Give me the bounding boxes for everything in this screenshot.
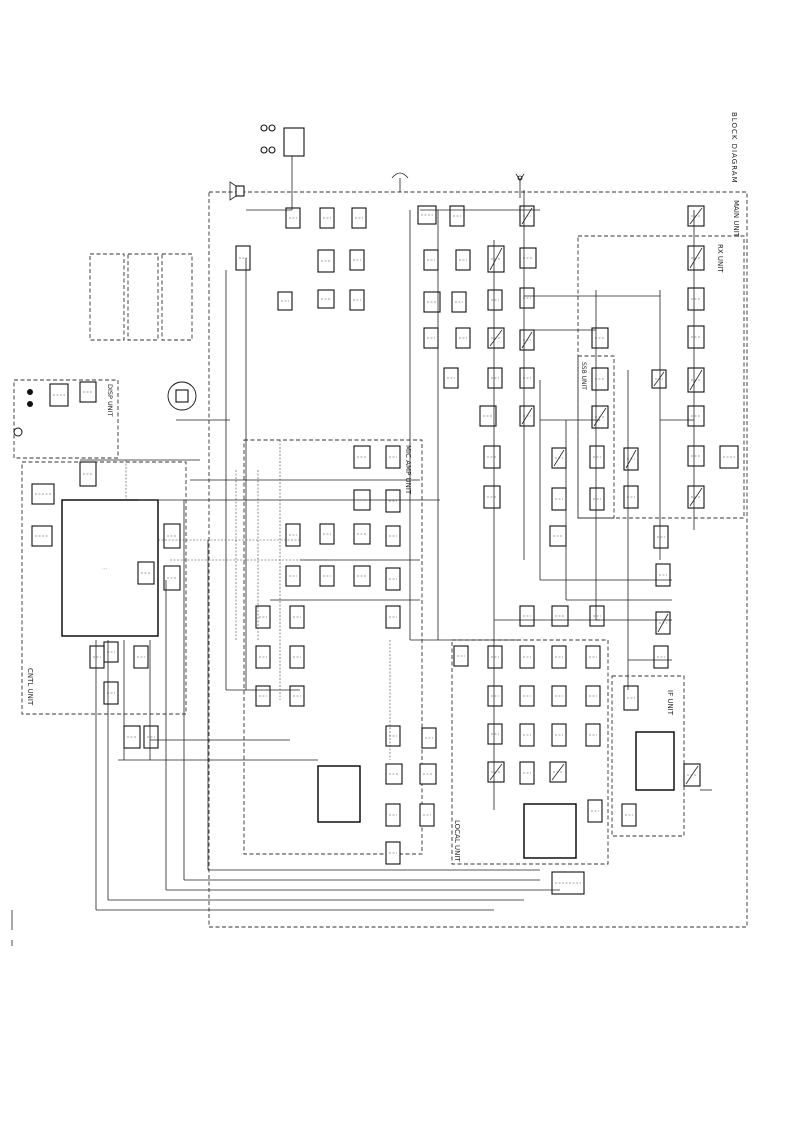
if-unit-label: IF UNIT xyxy=(666,690,674,716)
dds-chip xyxy=(635,731,675,791)
circuit-block xyxy=(551,871,585,895)
main-unit-label: MAIN UNIT xyxy=(732,200,740,238)
pll-chip xyxy=(523,803,577,859)
main-unit-boundary xyxy=(208,191,748,928)
mic-amp-unit-label: MIC AMP UNIT xyxy=(404,445,412,495)
signal-wiring xyxy=(80,140,712,911)
microphone-icon xyxy=(391,172,409,192)
antenna-icon xyxy=(515,173,525,198)
local-unit-boundary xyxy=(451,639,609,865)
earphone-jacks-icon xyxy=(260,124,305,157)
diagram-title-group: BLOCK DIAGRAM xyxy=(730,112,738,184)
diagram-title: BLOCK DIAGRAM xyxy=(730,112,738,184)
mic-amp-unit-boundary xyxy=(243,439,423,855)
functional-blocks xyxy=(31,205,739,895)
option-module-3 xyxy=(161,253,193,341)
mixer-chip xyxy=(317,765,361,823)
rx-unit-label: RX UNIT xyxy=(716,244,724,273)
circuit-block xyxy=(719,445,739,469)
circuit-block xyxy=(417,205,437,225)
speaker-icon xyxy=(229,181,245,201)
display-indicators-icon xyxy=(13,389,33,437)
mic-connector-icon xyxy=(167,381,197,411)
local-unit-label: LOCAL UNIT xyxy=(453,820,461,862)
cpu-chip-mark: ··· xyxy=(102,567,108,571)
if-unit-boundary xyxy=(611,675,685,837)
ctrl-unit-boundary xyxy=(21,461,187,715)
ctrl-unit-label: CNTL UNIT xyxy=(26,668,34,706)
disp-unit-label: DISP UNIT xyxy=(106,384,114,417)
disp-unit-boundary xyxy=(13,379,119,459)
rx-unit-boundary xyxy=(577,235,745,519)
circuit-block xyxy=(49,383,69,407)
ssb-unit-label: SSB UNIT xyxy=(580,362,587,390)
option-module-2 xyxy=(127,253,159,341)
option-module-1 xyxy=(89,253,125,341)
